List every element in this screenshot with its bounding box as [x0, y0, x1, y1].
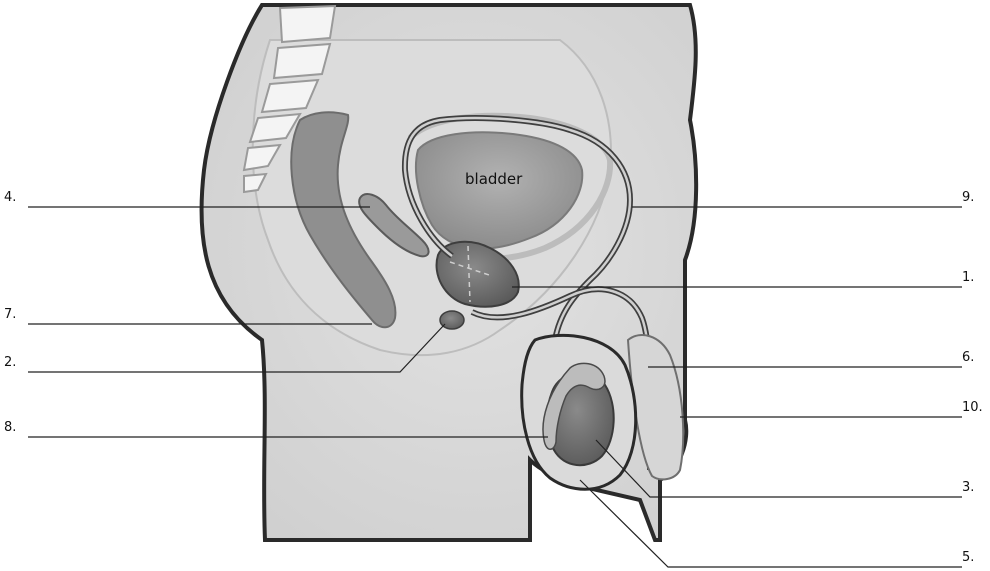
label-2: 2.: [4, 355, 16, 370]
label-7: 7.: [4, 307, 16, 322]
label-5: 5.: [962, 550, 974, 565]
label-4: 4.: [4, 190, 16, 205]
label-8: 8.: [4, 420, 16, 435]
label-3: 3.: [962, 480, 974, 495]
label-9: 9.: [962, 190, 974, 205]
label-10: 10.: [962, 400, 983, 415]
label-6: 6.: [962, 350, 974, 365]
label-1: 1.: [962, 270, 974, 285]
bladder-label: bladder: [465, 170, 523, 188]
